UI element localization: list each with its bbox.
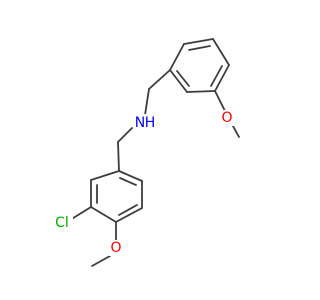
bond <box>69 206 92 221</box>
bond <box>117 127 133 143</box>
bond <box>214 64 230 92</box>
bond <box>169 69 188 93</box>
chlorine-atom-label: Cl <box>55 215 69 231</box>
bond <box>118 170 143 182</box>
bond <box>186 90 216 93</box>
bottom-benzene-ring <box>90 170 143 223</box>
bond <box>91 255 111 267</box>
oxygen-atom-label-bottom: O <box>110 240 121 256</box>
molecule-structure-diagram: N H O Cl O <box>55 38 240 267</box>
bond <box>144 88 150 116</box>
bond <box>90 170 120 181</box>
nitrogen-hydrogen-label: H <box>145 115 156 131</box>
double-bond-inner <box>118 204 138 216</box>
oxygen-atom-label-top: O <box>221 110 232 126</box>
double-bond-inner <box>176 70 190 87</box>
double-bond-inner <box>119 177 137 186</box>
double-bond-inner <box>188 45 211 51</box>
bond <box>117 141 120 172</box>
bond <box>148 69 171 90</box>
bond <box>212 38 230 66</box>
top-benzene-ring <box>169 38 230 93</box>
double-bond-inner <box>210 65 223 87</box>
bond <box>115 207 143 223</box>
bond <box>183 38 214 45</box>
bond <box>169 43 185 71</box>
nitrogen-atom-label: N <box>135 115 145 131</box>
bond <box>90 206 117 223</box>
